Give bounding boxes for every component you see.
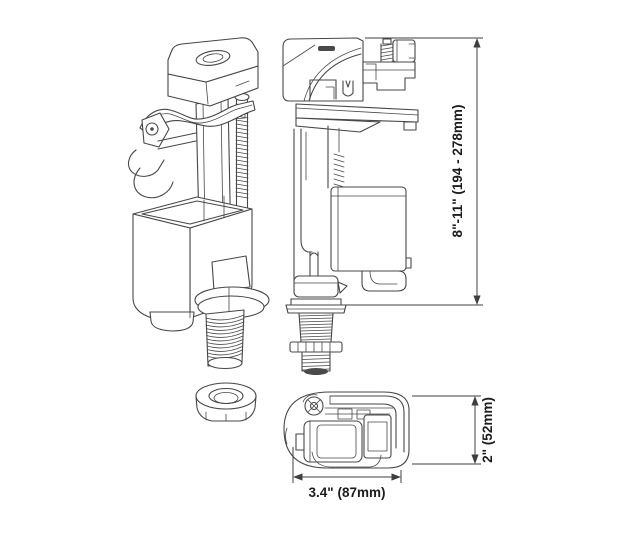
lock-nut — [289, 341, 343, 353]
refill-channel — [329, 395, 405, 453]
arrow-right-icon — [391, 473, 401, 481]
head-adjuster — [362, 38, 416, 91]
depth-dimension-label: 2" (52mm) — [480, 397, 495, 463]
mounting-nut — [195, 382, 257, 422]
depth-dimension: 2" (52mm) — [412, 395, 495, 465]
valve-flange — [194, 255, 270, 319]
seal-collar — [293, 275, 348, 298]
arrow-down-icon — [473, 295, 481, 305]
side-view — [282, 37, 419, 375]
arrow-down-icon — [471, 454, 479, 464]
threaded-shank-side — [298, 312, 334, 343]
width-dimension: 3.4" (87mm) — [292, 447, 402, 500]
inlet-tail — [301, 351, 331, 375]
float-lever-mechanism — [127, 112, 197, 199]
arrow-up-icon — [473, 38, 481, 48]
spring — [333, 127, 345, 197]
lever-arm — [295, 103, 419, 133]
threaded-shank — [205, 309, 245, 370]
arrow-left-icon — [293, 473, 303, 481]
float-cup-side — [330, 186, 412, 292]
exploded-view — [127, 37, 270, 422]
base-flange — [285, 298, 347, 314]
cap-screw — [302, 394, 324, 416]
body-column — [293, 125, 329, 281]
height-dimension-label: 8"-11" (194 - 278mm) — [450, 105, 465, 238]
valve-head — [282, 37, 364, 102]
height-dimension: 8"-11" (194 - 278mm) — [346, 37, 483, 306]
width-dimension-label: 3.4" (87mm) — [309, 485, 386, 500]
arrow-up-icon — [471, 396, 479, 406]
top-view-internals — [285, 407, 394, 468]
top-view — [283, 391, 410, 469]
valve-cap — [167, 37, 259, 107]
